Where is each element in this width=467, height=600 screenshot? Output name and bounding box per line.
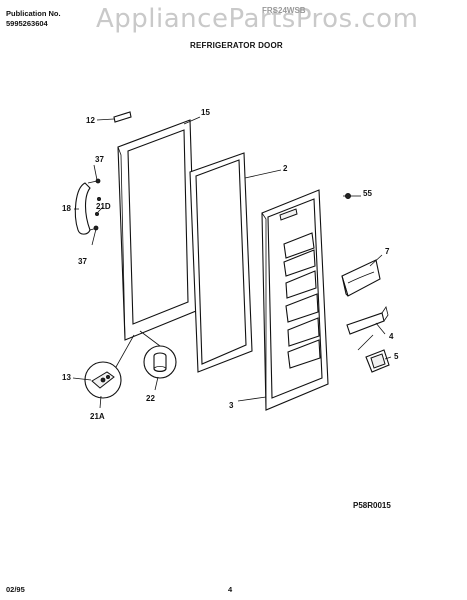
- part-7-dairy-door: [341, 259, 381, 297]
- callout-7: 7: [385, 247, 390, 256]
- callout-5: 5: [394, 352, 399, 361]
- callout-18: 18: [62, 204, 71, 213]
- page-title: REFRIGERATOR DOOR: [190, 41, 283, 50]
- part-18-door-handle: [74, 178, 102, 235]
- part-13-hinge-detail: [84, 361, 122, 399]
- page-number: 4: [228, 585, 233, 594]
- footer-date: 02/95: [6, 585, 25, 594]
- callout-3: 3: [229, 401, 234, 410]
- callout-22: 22: [146, 394, 155, 403]
- publication-number: 5995263604: [6, 19, 48, 28]
- callout-12: 12: [86, 116, 95, 125]
- part-5-insert: [365, 349, 390, 373]
- callout-37-top: 37: [95, 155, 104, 164]
- callout-21a: 21A: [90, 412, 105, 421]
- part-2-door-panel: [189, 152, 253, 373]
- part-4-shelf-bar: [346, 306, 389, 335]
- part-55-screw: [343, 192, 352, 199]
- drawing-id: P58R0015: [353, 501, 391, 510]
- callout-15: 15: [201, 108, 210, 117]
- part-3-door-assembly: [261, 189, 329, 411]
- part-22-bushing-detail: [143, 345, 177, 379]
- part-15-door-gasket: [117, 119, 197, 341]
- callout-4: 4: [389, 332, 394, 341]
- leader-lines: [72, 116, 392, 409]
- callout-37-bottom: 37: [78, 257, 87, 266]
- callout-13: 13: [62, 373, 71, 382]
- watermark: AppliancePartsPros.com: [96, 4, 419, 34]
- model-number: FRS24WSB: [262, 6, 306, 15]
- callout-21d: 21D: [96, 202, 111, 211]
- callout-2: 2: [283, 164, 288, 173]
- publication-label: Publication No.: [6, 9, 61, 18]
- callout-55: 55: [363, 189, 372, 198]
- part-12-trim-strip: [113, 111, 132, 123]
